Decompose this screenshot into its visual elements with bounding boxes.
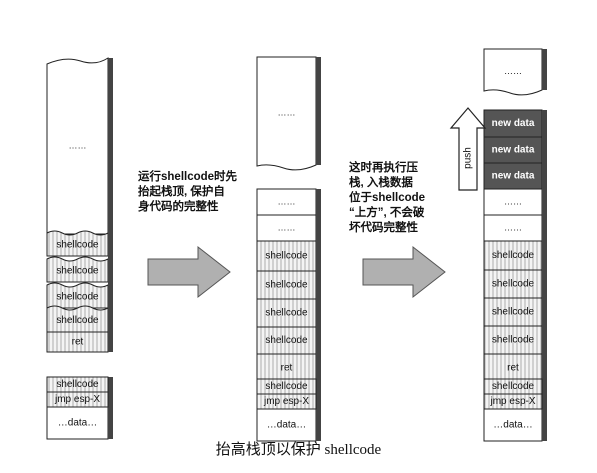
stack-cell-label: jmp esp-X — [54, 394, 100, 405]
annotation-step2: 这时再执行压 栈, 入栈数据 位于shellcode “上方”, 不会破 坏代码… — [349, 161, 425, 236]
ellipsis-label: …… — [278, 222, 296, 232]
stack-cell-hatch — [483, 297, 543, 327]
stack-cell-hatch — [483, 240, 543, 271]
figure-caption: 抬高栈顶以保护 shellcode — [215, 442, 382, 458]
data-label: …data… — [267, 420, 306, 431]
annotation-step1-line: 运行shellcode时先 — [138, 171, 238, 183]
stack-cell-label: shellcode — [492, 335, 535, 346]
annotation-step1-line: 抬起栈顶, 保护自 — [138, 186, 225, 198]
stack-memory-block — [256, 56, 317, 171]
stack-cell-dark — [483, 136, 543, 164]
annotation-step2-line: “上方”, 不会破 — [349, 207, 425, 219]
stack-cell-label: shellcode — [56, 266, 99, 277]
stack-cell-label: shellcode — [56, 292, 99, 303]
annotation-step2-line: 栈, 入栈数据 — [349, 177, 413, 189]
stack-cell-dark — [483, 162, 543, 190]
ellipsis-label: …… — [278, 107, 296, 117]
data-label: …data… — [493, 420, 532, 431]
column-side-shade — [108, 58, 113, 234]
stack-cell-label: ret — [72, 337, 84, 348]
stack-cell-hatch — [256, 240, 317, 272]
stack-cell-label: shellcode — [492, 279, 535, 290]
stack-cell-label: jmp esp-X — [263, 396, 309, 407]
ellipsis-label: …… — [278, 196, 296, 206]
column-side-shade — [316, 379, 321, 441]
stack-cell-label: jmp esp-X — [489, 396, 535, 407]
ellipsis-label: …… — [504, 222, 522, 232]
data-label: …data… — [58, 418, 97, 429]
stack-cell-label: new data — [492, 145, 535, 156]
stack-cell-label: shellcode — [492, 307, 535, 318]
stack-cell-label: shellcode — [56, 240, 99, 251]
stack-cell-label: shellcode — [265, 335, 308, 346]
stack-cell-label: ret — [507, 363, 519, 374]
stack-cell-label: shellcode — [492, 250, 535, 261]
column-side-shade — [542, 110, 547, 382]
column-side-shade — [316, 57, 321, 165]
stack-cell-hatch — [256, 393, 317, 410]
ellipsis-label: …… — [504, 66, 522, 76]
stack-cell-label: new data — [492, 171, 535, 182]
stack-cell-label: new data — [492, 118, 535, 129]
column-side-shade — [108, 230, 113, 352]
annotation-step2-line: 位于shellcode — [349, 192, 426, 204]
annotation-step1: 运行shellcode时先 抬起栈顶, 保护自 身代码的完整性 — [138, 170, 237, 215]
ellipsis-label: …… — [69, 140, 87, 150]
stack-cell-label: shellcode — [492, 381, 535, 392]
stack-cell-label: shellcode — [265, 381, 308, 392]
column-side-shade — [316, 189, 321, 382]
stack-cell-label: shellcode — [265, 280, 308, 291]
column-side-shade — [542, 49, 547, 90]
stack-cell-label: shellcode — [56, 315, 99, 326]
stack-cell-label: shellcode — [265, 308, 308, 319]
transition-arrow-1 — [147, 245, 231, 299]
annotation-step2-line: 坏代码完整性 — [349, 222, 418, 234]
column-side-shade — [542, 379, 547, 441]
stack-cell-label: ret — [281, 363, 293, 374]
annotation-step1-line: 身代码的完整性 — [138, 201, 219, 213]
push-arrow — [449, 107, 487, 191]
stack-memory-block — [483, 48, 543, 96]
stack-cell-hatch — [46, 282, 109, 309]
annotation-step2-line: 这时再执行压 — [349, 162, 418, 174]
stack-memory-block — [46, 57, 109, 235]
stack-cell-label: shellcode — [265, 251, 308, 262]
push-label: push — [463, 147, 474, 169]
stack-cell-hatch — [256, 298, 317, 328]
column-side-shade — [108, 377, 113, 439]
stack-cell-hatch — [46, 256, 109, 283]
stack-cell-hatch — [256, 326, 317, 355]
stack-cell-hatch — [483, 353, 543, 383]
ellipsis-label: …… — [504, 196, 522, 206]
stack-cell-label: shellcode — [56, 379, 99, 390]
transition-arrow-2 — [362, 245, 446, 299]
stack-cell-hatch — [46, 391, 109, 408]
stack-cell-hatch — [46, 230, 109, 257]
stack-cell-hatch — [46, 305, 109, 333]
stack-cell-hatch — [483, 393, 543, 410]
